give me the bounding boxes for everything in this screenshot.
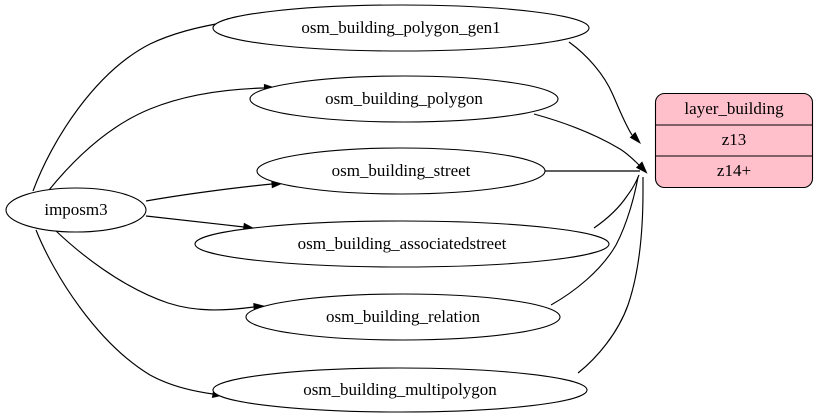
node-imposm3-shape[interactable] — [5, 187, 147, 233]
node-osm_building_street[interactable]: osm_building_street — [256, 147, 546, 195]
layer-zoom-z13-label: z13 — [722, 130, 747, 149]
node-osm_building_relation-label: osm_building_relation — [326, 307, 480, 326]
node-osm_building_street-shape[interactable] — [256, 147, 546, 195]
layer-zoom-z14plus-label: z14+ — [717, 161, 751, 180]
edge-osm_building_multipolygon-to-z14plus — [577, 177, 644, 374]
edge-imposm3-to-osm_building_associatedstreet — [145, 215, 245, 228]
edge-imposm3-to-osm_building_relation — [54, 229, 255, 311]
node-osm_building_street-label: osm_building_street — [332, 161, 471, 180]
node-osm_building_polygon-label: osm_building_polygon — [325, 89, 483, 108]
node-imposm3[interactable]: imposm3 — [5, 187, 147, 233]
node-osm_building_relation[interactable]: osm_building_relation — [245, 293, 561, 341]
node-osm_building_associatedstreet[interactable]: osm_building_associatedstreet — [194, 220, 610, 268]
node-osm_building_multipolygon-label: osm_building_multipolygon — [303, 380, 497, 399]
node-osm_building_polygon_gen1[interactable]: osm_building_polygon_gen1 — [212, 4, 590, 52]
node-layer_building[interactable]: layer_building z13 z14+ — [654, 92, 814, 189]
edge-imposm3-to-osm_building_multipolygon — [35, 229, 214, 395]
node-osm_building_polygon[interactable]: osm_building_polygon — [249, 75, 559, 123]
edge-imposm3-to-osm_building_polygon — [48, 87, 265, 191]
node-osm_building_multipolygon[interactable]: osm_building_multipolygon — [212, 367, 588, 413]
node-osm_building_associatedstreet-shape[interactable] — [194, 220, 610, 268]
node-osm_building_polygon-shape[interactable] — [249, 75, 559, 123]
edge-osm_building_polygon_gen1-to-z13 — [568, 41, 633, 136]
edge-imposm3-to-osm_building_polygon_gen1 — [32, 21, 229, 192]
arrowhead-layer-z13 — [629, 131, 642, 144]
node-layer_building-shape[interactable] — [654, 92, 814, 189]
layer-title-label: layer_building — [684, 99, 784, 118]
edge-imposm3-to-osm_building_street — [145, 183, 273, 202]
arrowhead-layer-z14plus — [635, 161, 648, 174]
node-osm_building_associatedstreet-label: osm_building_associatedstreet — [298, 234, 507, 253]
node-osm_building_relation-shape[interactable] — [245, 293, 561, 341]
node-osm_building_multipolygon-shape[interactable] — [212, 367, 588, 413]
node-osm_building_polygon_gen1-shape[interactable] — [212, 4, 590, 52]
edge-osm_building_polygon-to-z14plus — [533, 113, 640, 166]
node-osm_building_polygon_gen1-label: osm_building_polygon_gen1 — [301, 18, 500, 37]
node-imposm3-label: imposm3 — [44, 200, 107, 219]
edge-osm_building_relation-to-z14plus — [550, 176, 639, 306]
edge-group-tables-to-layer — [533, 41, 648, 374]
